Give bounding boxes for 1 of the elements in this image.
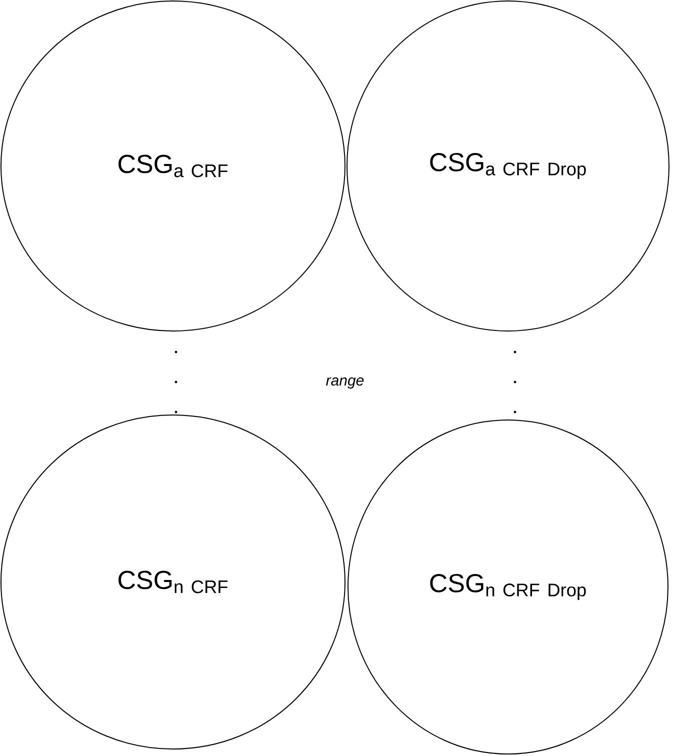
range-label: range [326,377,364,389]
